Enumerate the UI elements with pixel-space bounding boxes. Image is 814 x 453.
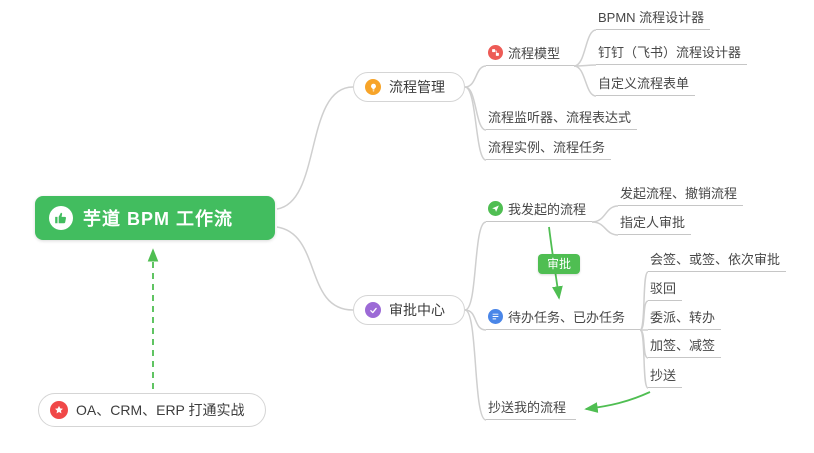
- task-list-icon: [488, 309, 503, 324]
- node-root[interactable]: 芋道 BPM 工作流: [35, 196, 275, 240]
- node-reject[interactable]: 驳回: [648, 277, 683, 301]
- thumbs-up-icon: [49, 206, 73, 230]
- root-label: 芋道 BPM 工作流: [83, 209, 234, 229]
- node-label: 流程管理: [389, 79, 445, 95]
- node-process-management[interactable]: 流程管理: [353, 72, 465, 102]
- node-label: 钉钉（飞书）流程设计器: [598, 45, 742, 60]
- node-label: 加签、减签: [650, 338, 716, 353]
- node-label: BPMN 流程设计器: [598, 10, 705, 25]
- node-approval-center[interactable]: 审批中心: [353, 295, 465, 325]
- node-label: 我发起的流程: [508, 202, 587, 217]
- node-label: OA、CRM、ERP 打通实战: [76, 402, 245, 418]
- node-label: 抄送: [650, 368, 677, 383]
- approval-check-icon: [365, 302, 381, 318]
- star-icon: [50, 401, 68, 419]
- node-label: 流程实例、流程任务: [488, 140, 606, 155]
- lightbulb-icon: [365, 79, 381, 95]
- node-custom-form[interactable]: 自定义流程表单: [596, 72, 696, 96]
- node-label: 委派、转办: [650, 310, 716, 325]
- node-label: 自定义流程表单: [598, 76, 690, 91]
- node-instance-task[interactable]: 流程实例、流程任务: [486, 136, 612, 160]
- node-cc-my-process[interactable]: 抄送我的流程: [486, 396, 576, 420]
- node-label: 抄送我的流程: [488, 400, 567, 415]
- node-label: 指定人审批: [620, 215, 686, 230]
- node-label: 审批中心: [389, 302, 445, 318]
- node-oa-practice[interactable]: OA、CRM、ERP 打通实战: [38, 393, 266, 427]
- arrow-cc-to-ccmyprocess: [584, 391, 651, 413]
- node-delegate-transfer[interactable]: 委派、转办: [648, 306, 722, 330]
- node-dingtalk-feishu-designer[interactable]: 钉钉（飞书）流程设计器: [596, 41, 748, 65]
- node-label: 待办任务、已办任务: [508, 310, 626, 325]
- node-assigned-approver[interactable]: 指定人审批: [618, 211, 692, 235]
- node-cc[interactable]: 抄送: [648, 364, 683, 388]
- node-my-initiated[interactable]: 我发起的流程: [486, 198, 592, 222]
- paper-plane-icon: [488, 201, 503, 216]
- node-initiate-revoke[interactable]: 发起流程、撤销流程: [618, 182, 744, 206]
- node-label: 会签、或签、依次审批: [650, 252, 781, 267]
- node-label: 发起流程、撤销流程: [620, 186, 738, 201]
- node-process-model[interactable]: 流程模型: [486, 42, 574, 66]
- node-todo-done-tasks[interactable]: 待办任务、已办任务: [486, 306, 640, 330]
- node-label: 流程监听器、流程表达式: [488, 110, 632, 125]
- node-countersign-modes[interactable]: 会签、或签、依次审批: [648, 248, 787, 272]
- node-add-reduce-sign[interactable]: 加签、减签: [648, 334, 722, 358]
- approval-badge: 审批: [538, 254, 581, 274]
- node-label: 流程模型: [508, 46, 561, 61]
- flow-model-icon: [488, 45, 503, 60]
- node-listener-expression[interactable]: 流程监听器、流程表达式: [486, 106, 638, 130]
- node-label: 驳回: [650, 281, 677, 296]
- node-bpmn-designer[interactable]: BPMN 流程设计器: [596, 6, 711, 30]
